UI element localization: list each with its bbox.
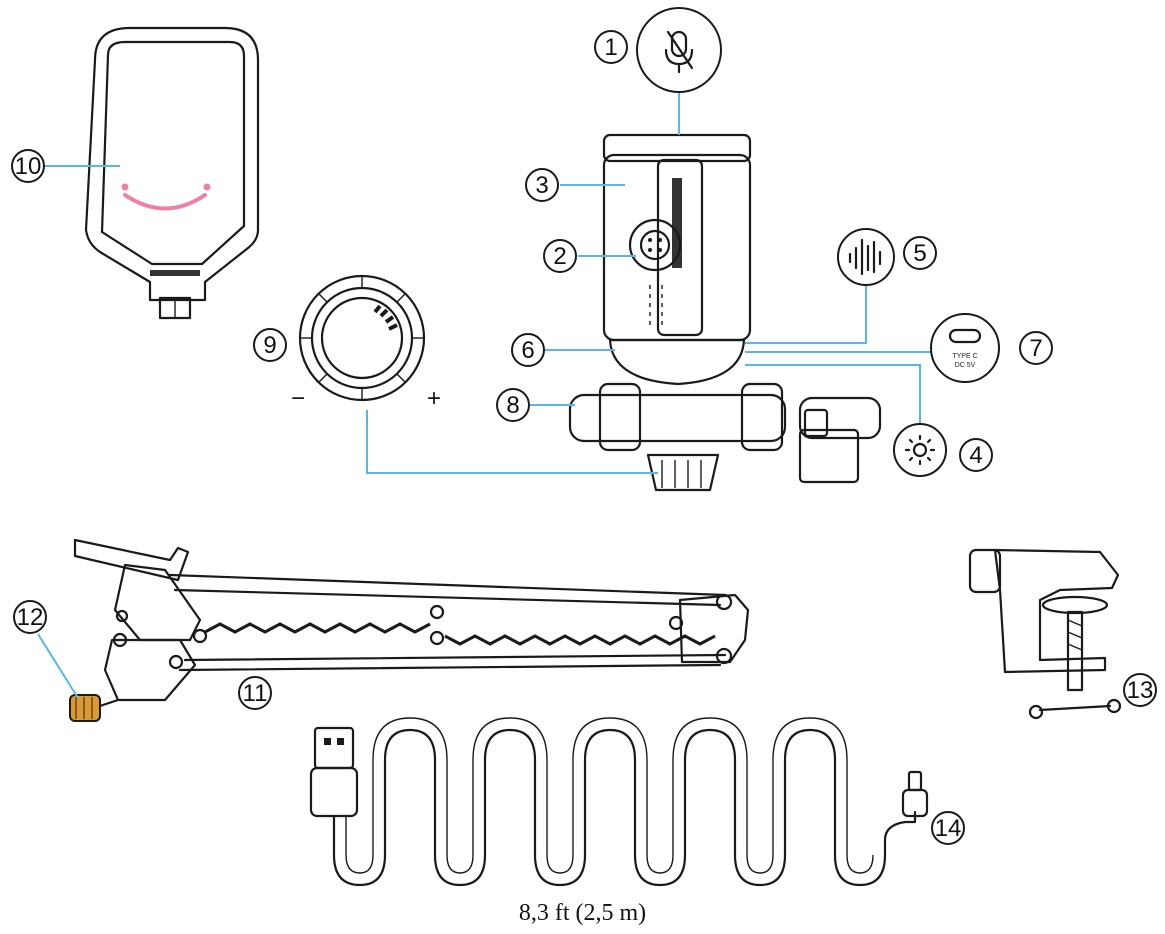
knob-plus: + bbox=[427, 385, 441, 412]
callout-8: 8 bbox=[496, 388, 530, 422]
cable-length-label: 8,3 ft (2,5 m) bbox=[518, 900, 647, 926]
svg-text:2: 2 bbox=[553, 243, 566, 270]
pop-filter bbox=[84, 26, 260, 320]
svg-text:13: 13 bbox=[1127, 677, 1154, 704]
svg-text:8: 8 bbox=[506, 392, 519, 419]
svg-text:6: 6 bbox=[521, 337, 534, 364]
leader-line-12 bbox=[37, 633, 79, 699]
knob-minus: − bbox=[291, 385, 305, 412]
callout-3: 3 bbox=[525, 168, 559, 202]
svg-text:11: 11 bbox=[243, 680, 268, 707]
svg-text:12: 12 bbox=[17, 604, 44, 631]
leader-line-5 bbox=[745, 285, 867, 344]
desk-clamp bbox=[968, 548, 1122, 720]
callout-10: 10 bbox=[11, 149, 45, 183]
leader-line-4 bbox=[745, 364, 921, 424]
usb-c-port-icon: TYPE C DC 5V bbox=[930, 313, 1000, 383]
svg-text:1: 1 bbox=[604, 34, 617, 61]
callout-13: 13 bbox=[1123, 673, 1157, 707]
svg-text:TYPE C: TYPE C bbox=[952, 353, 977, 360]
gain-knob bbox=[298, 274, 426, 402]
shock-mount bbox=[568, 382, 882, 492]
callout-11: 11 bbox=[238, 676, 272, 710]
callout-4: 4 bbox=[959, 438, 993, 472]
callout-7: 7 bbox=[1019, 331, 1053, 365]
leader-line-9 bbox=[366, 410, 658, 474]
callout-14: 14 bbox=[931, 811, 965, 845]
svg-text:9: 9 bbox=[263, 332, 276, 359]
light-icon bbox=[893, 423, 947, 477]
callout-2: 2 bbox=[543, 239, 577, 273]
boom-clamp-knob bbox=[69, 694, 120, 722]
svg-text:7: 7 bbox=[1029, 335, 1042, 362]
boom-arm bbox=[73, 538, 750, 702]
callout-12: 12 bbox=[13, 600, 47, 634]
mute-icon bbox=[636, 7, 722, 93]
svg-text:5: 5 bbox=[913, 240, 926, 267]
callout-9: 9 bbox=[253, 328, 287, 362]
callout-6: 6 bbox=[511, 333, 545, 367]
callout-5: 5 bbox=[903, 236, 937, 270]
callout-1: 1 bbox=[594, 30, 628, 64]
svg-text:14: 14 bbox=[935, 815, 962, 842]
svg-text:3: 3 bbox=[535, 172, 548, 199]
svg-text:4: 4 bbox=[969, 442, 982, 469]
usb-cable bbox=[309, 717, 929, 887]
microphone-body bbox=[602, 133, 752, 386]
svg-text:DC 5V: DC 5V bbox=[955, 362, 976, 369]
sound-wave-icon bbox=[837, 228, 895, 286]
svg-text:10: 10 bbox=[15, 153, 42, 180]
